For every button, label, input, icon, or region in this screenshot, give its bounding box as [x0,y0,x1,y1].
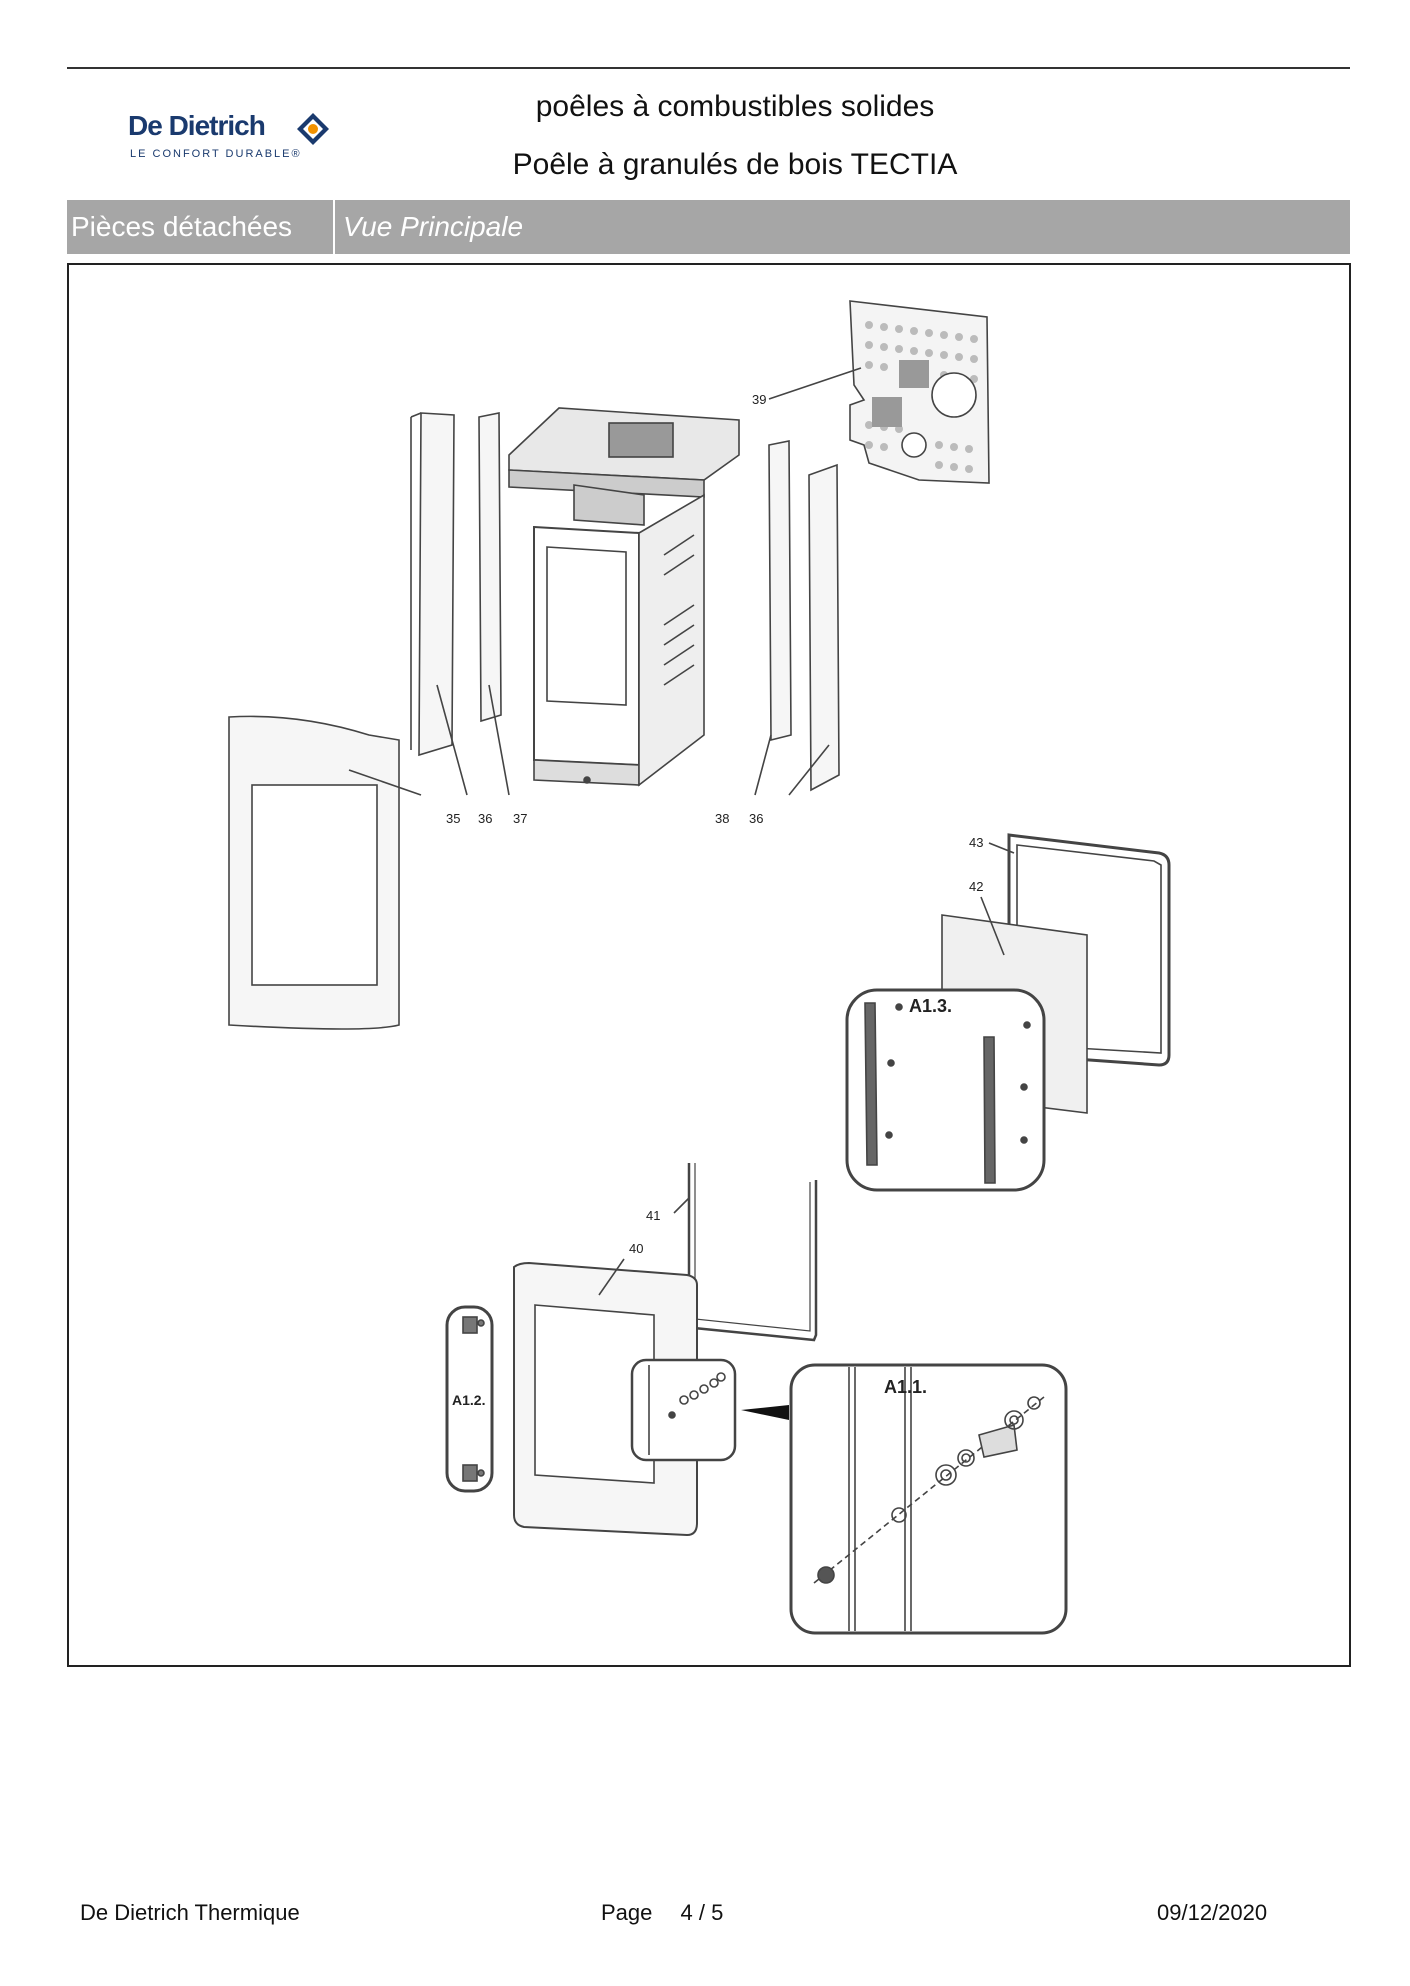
footer-page-label: Page [601,1900,653,1925]
detail-a12 [445,1305,494,1493]
footer-company: De Dietrich Thermique [80,1900,300,1925]
callout-41: 41 [646,1208,660,1223]
leader-43 [988,842,1015,854]
footer-page-number: 4 / 5 [680,1900,724,1925]
leader-40 [598,1258,625,1296]
document-category: poêles à combustibles solides [535,90,935,123]
detail-label-a11: A1.1. [884,1377,927,1397]
leader-39 [768,367,862,400]
part-36-right-side-panel [808,463,840,792]
section-label: Pièces détachées [67,200,335,254]
detail-label-a12: A1.2. [452,1392,485,1408]
detail-label-a13: A1.3. [909,996,952,1016]
part-41-door-rope [687,1163,818,1342]
leader-41 [673,1197,690,1214]
leader-37 [488,684,510,796]
document-title: Poêle à granulés de bois TECTIA [512,148,958,180]
footer-date: 09/12/2020 [1157,1900,1268,1925]
detail-pointer-arrow [741,1405,789,1420]
section-bar: Pièces détachées Vue Principale [67,200,1350,254]
part-36-left-side-panel [410,412,455,757]
leader-36b [788,744,830,796]
leader-38 [754,734,772,796]
detail-a11 [789,1363,1068,1635]
leader-36a [436,684,468,796]
callout-36b: 36 [749,811,763,826]
stove-body [508,407,740,787]
brand-tagline: LE CONFORT DURABLE® [130,148,302,160]
leader-42 [980,896,1005,956]
callout-37: 37 [513,811,527,826]
brand-name: De Dietrich [128,110,266,141]
brand-diamond-icon [297,113,329,145]
detail-a13 [845,988,1046,1192]
part-35-front-cover [228,715,400,1030]
callout-40: 40 [629,1241,643,1256]
part-39-back-panel [849,300,990,484]
callout-38: 38 [715,811,729,826]
callout-39: 39 [752,392,766,407]
callout-42: 42 [969,879,983,894]
callout-35: 35 [446,811,460,826]
exploded-view-frame: 39 35 36 [67,263,1351,1667]
view-label: Vue Principale [343,211,524,242]
brand-logo: De Dietrich LE CONFORT DURABLE® [128,110,348,170]
footer-page: Page 4 / 5 [601,1900,723,1926]
part-37-left-pillar [478,412,502,723]
part-40-door-frame [513,1261,698,1537]
callout-36a: 36 [478,811,492,826]
part-38-right-pillar [768,440,792,742]
callout-43: 43 [969,835,983,850]
top-rule [67,67,1350,69]
hinge-detail-small [630,1358,737,1462]
exploded-view-diagram: 39 35 36 [228,300,1171,1635]
leader-35 [348,769,422,796]
